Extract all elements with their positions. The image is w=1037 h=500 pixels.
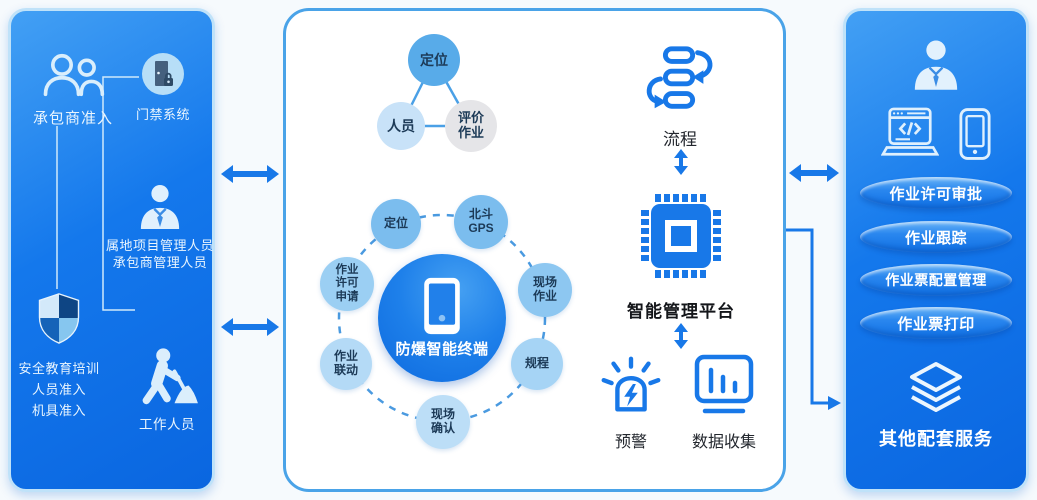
service-band-permit-approval: 作业许可审批 — [860, 177, 1012, 209]
manager-label: 属地项目管理人员 承包商管理人员 — [105, 238, 214, 270]
service-band-work-tracking: 作业跟踪 — [860, 221, 1012, 253]
warning-label: 预警 — [614, 434, 647, 451]
manager-icon — [140, 184, 180, 229]
worker-group: 工作人员 — [123, 347, 211, 433]
service-band-ticket-config: 作业票配置管理 — [860, 264, 1012, 296]
training-label: 安全教育培训 人员准入 机具准入 — [18, 361, 100, 418]
left-connector-lines — [56, 76, 139, 311]
door-icon — [155, 61, 173, 86]
services-panel: 作业许可审批 作业跟踪 作业票配置管理 作业票打印 其他配套服务 — [843, 8, 1029, 492]
data-monitor-icon — [694, 354, 754, 414]
door-group: 门禁系统 — [117, 53, 209, 123]
satellite-site-confirm: 现场 确认 — [416, 395, 470, 449]
mid-right-arrow — [789, 164, 839, 182]
satellite-beidou-gps: 北斗 GPS — [454, 195, 508, 249]
shield-group: 安全教育培训 人员准入 机具准入 — [11, 292, 107, 421]
service-ticket-print-label: 作业票打印 — [897, 315, 975, 333]
satellite-work-permit: 作业 许可 申请 — [320, 257, 374, 311]
service-work-tracking-label: 作业跟踪 — [904, 229, 967, 247]
terminal-hub-label: 防爆智能终端 — [395, 341, 489, 358]
left-panel: 承包商准入 门禁系统 属地项目管理人员 承包商管理人员 — [8, 8, 215, 492]
platform-bottom-arrow — [674, 323, 688, 349]
triad-evaluation-label: 评价 作业 — [457, 110, 484, 140]
warning-siren-icon — [601, 356, 661, 412]
service-ticket-config-label: 作业票配置管理 — [885, 272, 987, 288]
satellite-work-linkage-label: 作业 联动 — [333, 349, 358, 377]
worker-label: 工作人员 — [139, 417, 195, 432]
triad-circle-evaluation: 评价 作业 — [445, 100, 497, 152]
satellite-regulations-label: 规程 — [524, 356, 549, 371]
data-label: 数据收集 — [691, 434, 756, 451]
satellite-regulations: 规程 — [511, 338, 563, 390]
flow-platform-arrow — [674, 149, 688, 175]
shield-icon — [38, 293, 80, 344]
satellite-beidou-gps-label: 北斗 GPS — [468, 207, 494, 235]
flow-icon — [646, 46, 713, 109]
left-mid-arrow-top — [221, 165, 279, 183]
left-mid-arrow-bottom — [221, 318, 279, 336]
satellite-work-linkage: 作业 联动 — [320, 338, 372, 390]
service-permit-approval-label: 作业许可审批 — [889, 185, 983, 203]
approver-user-icon — [914, 40, 958, 90]
service-band-ticket-print: 作业票打印 — [860, 307, 1012, 339]
triad-personnel-label: 人员 — [387, 117, 415, 134]
people-icon — [43, 53, 105, 97]
platform-chip-icon — [641, 194, 721, 278]
terminal-hub: 防爆智能终端 — [378, 254, 506, 382]
layers-icon — [910, 362, 962, 412]
contractor-group: 承包商准入 — [23, 53, 123, 128]
platform-services-connector — [786, 228, 841, 410]
flow-label: 流程 — [663, 130, 697, 149]
terminal-panel: 定位 人员 评价 作业 防爆智能终端 定位 北斗 GPS 现场 作业 — [283, 8, 786, 492]
satellite-site-work: 现场 作业 — [518, 263, 572, 317]
satellite-location-label: 定位 — [383, 216, 408, 231]
triad-location-label: 定位 — [420, 51, 448, 68]
platform-label: 智能管理平台 — [627, 302, 735, 321]
triad-circle-personnel: 人员 — [377, 102, 425, 150]
satellite-location: 定位 — [371, 199, 421, 249]
triad-circle-location: 定位 — [408, 34, 460, 86]
contractor-label: 承包商准入 — [32, 110, 113, 127]
door-label: 门禁系统 — [135, 107, 190, 122]
satellite-work-permit-label: 作业 许可 申请 — [335, 264, 359, 303]
laptop-code-icon — [881, 107, 939, 156]
terminal-phone-icon — [424, 277, 460, 335]
manager-group: 属地项目管理人员 承包商管理人员 — [103, 183, 217, 271]
other-services-label: 其他配套服务 — [879, 429, 993, 449]
door-circle — [142, 53, 184, 95]
worker-icon — [142, 348, 198, 405]
satellite-site-work-label: 现场 作业 — [532, 275, 557, 303]
satellite-site-confirm-label: 现场 确认 — [430, 407, 455, 435]
mobile-phone-icon — [959, 108, 991, 160]
